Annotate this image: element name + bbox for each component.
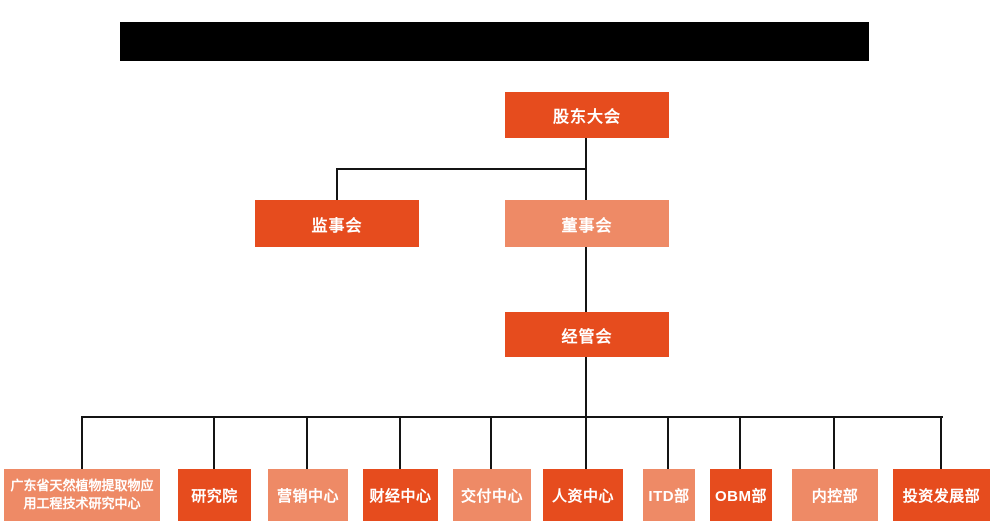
node-dept-itd: ITD部 bbox=[643, 469, 695, 521]
node-dept-marketing-center: 营销中心 bbox=[268, 469, 348, 521]
node-board-of-supervisors: 监事会 bbox=[255, 200, 419, 247]
connector-drop-5 bbox=[490, 416, 492, 469]
connector-drop-10 bbox=[940, 416, 942, 469]
redacted-title-bar bbox=[120, 22, 869, 61]
connector-drop-1 bbox=[81, 416, 83, 469]
connector-drop-3 bbox=[306, 416, 308, 469]
node-dept-internal-control: 内控部 bbox=[792, 469, 878, 521]
connector-drop-9 bbox=[833, 416, 835, 469]
node-management-committee: 经管会 bbox=[505, 312, 669, 357]
connector-drop-7 bbox=[667, 416, 669, 469]
connector-drop-2 bbox=[213, 416, 215, 469]
node-shareholders-meeting: 股东大会 bbox=[505, 92, 669, 138]
connector-drop-4 bbox=[399, 416, 401, 469]
node-dept-finance-center: 财经中心 bbox=[363, 469, 438, 521]
connector-supervisors-drop bbox=[336, 168, 338, 200]
node-dept-investment-development: 投资发展部 bbox=[893, 469, 990, 521]
node-dept-research-center: 广东省天然植物提取物应用工程技术研究中心 bbox=[4, 469, 160, 521]
connector-level2-horizontal bbox=[336, 168, 587, 170]
node-board-of-directors: 董事会 bbox=[505, 200, 669, 247]
node-dept-delivery-center: 交付中心 bbox=[453, 469, 531, 521]
node-dept-hr-center: 人资中心 bbox=[543, 469, 623, 521]
node-dept-obm: OBM部 bbox=[710, 469, 772, 521]
connector-management-trunk bbox=[585, 357, 587, 417]
connector-directors-management bbox=[585, 247, 587, 312]
node-dept-research-institute: 研究院 bbox=[178, 469, 251, 521]
connector-bottom-horizontal bbox=[81, 416, 943, 418]
connector-drop-6 bbox=[585, 416, 587, 469]
connector-drop-8 bbox=[739, 416, 741, 469]
